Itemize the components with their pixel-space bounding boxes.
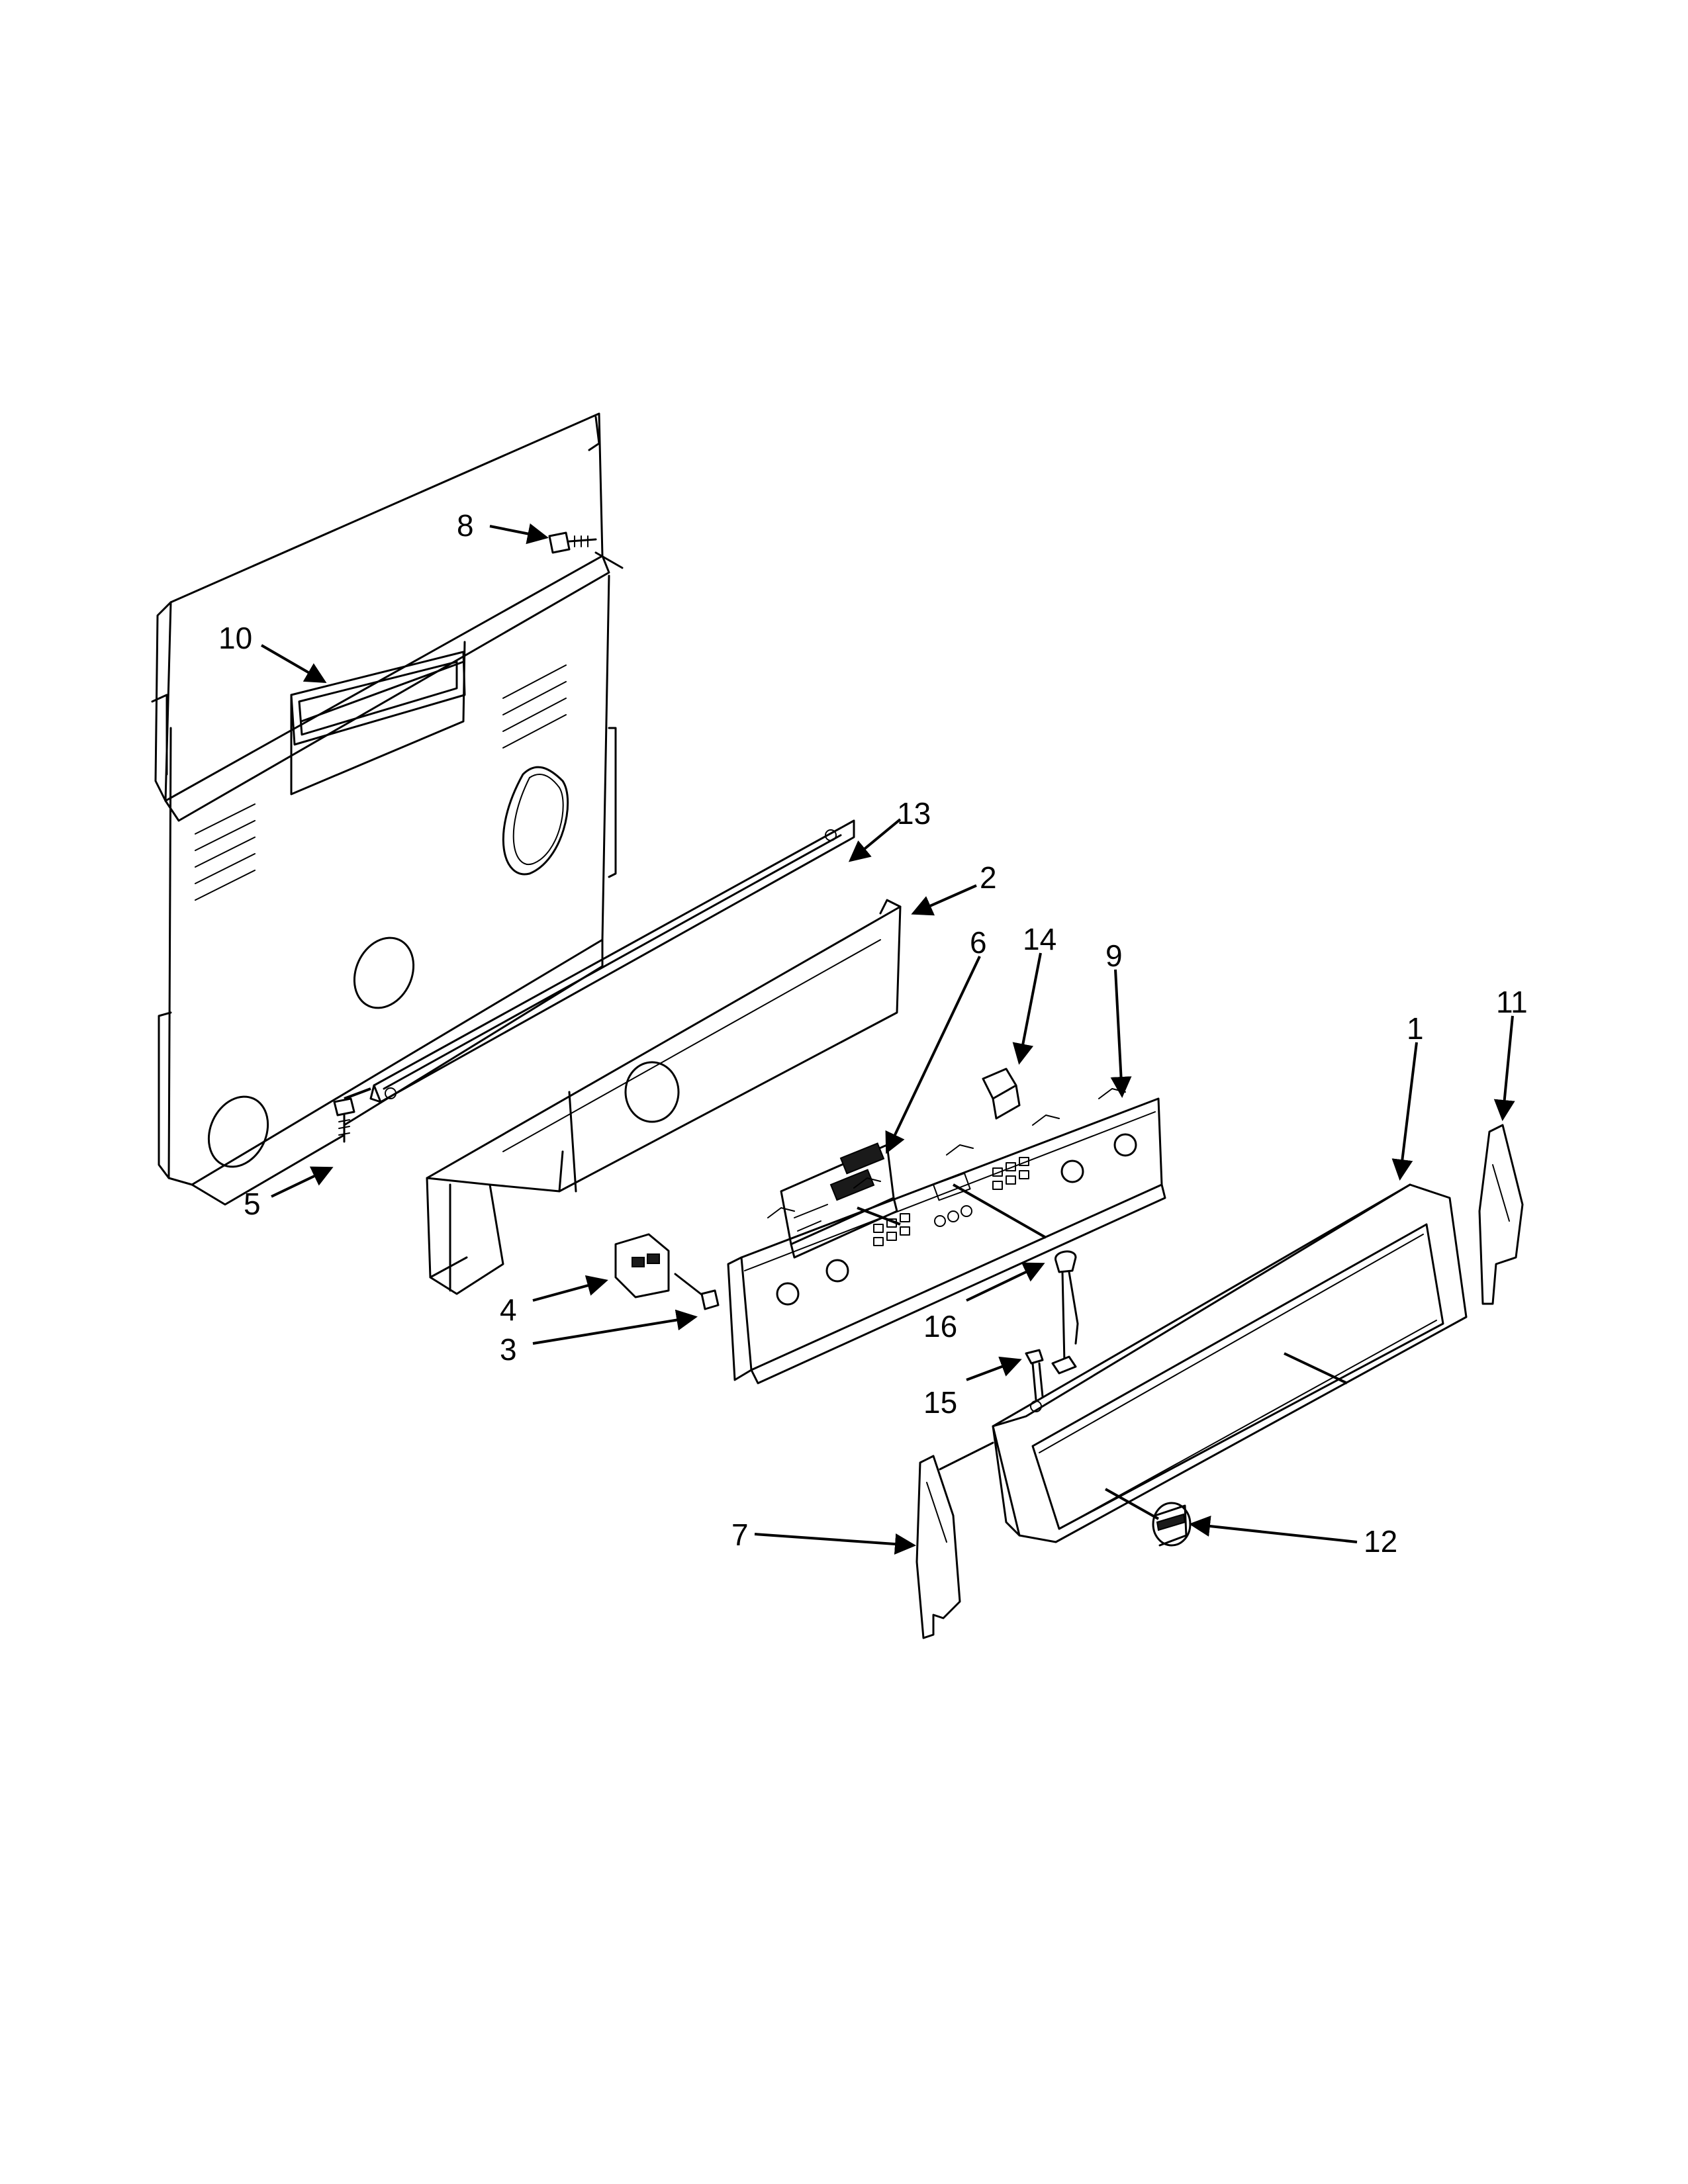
callout-16: 16 (923, 1309, 957, 1343)
leader-lines (260, 523, 1515, 1555)
screw-3 (674, 1273, 720, 1310)
callout-8: 8 (457, 508, 474, 543)
end-bracket-right (1478, 1124, 1524, 1305)
callout-14: 14 (1023, 922, 1056, 956)
callout-9: 9 (1105, 938, 1123, 973)
keypad-right (992, 1157, 1029, 1190)
screw-5 (333, 1097, 355, 1143)
louvers-left (195, 803, 256, 901)
callout-7: 7 (731, 1518, 749, 1552)
louvers-right (502, 664, 567, 749)
end-bracket-left (915, 1441, 994, 1639)
control-bracket (426, 899, 902, 1295)
rear-panel (151, 412, 617, 1206)
callout-labels: 8 10 13 2 6 14 9 11 1 5 4 3 16 15 7 12 (218, 508, 1528, 1559)
knob-12 (1152, 1502, 1192, 1547)
callout-6: 6 (970, 925, 987, 960)
keypad-left (873, 1213, 910, 1246)
trim-bar (369, 819, 855, 1103)
plug-15 (1025, 1349, 1044, 1412)
sensor-16 (1051, 1250, 1079, 1375)
callout-2: 2 (980, 860, 997, 895)
small-switch (982, 1068, 1021, 1120)
callout-5: 5 (244, 1187, 261, 1221)
callout-1: 1 (1407, 1011, 1424, 1046)
control-board (780, 1142, 898, 1259)
callout-15: 15 (923, 1385, 957, 1420)
callout-3: 3 (500, 1332, 517, 1367)
callout-13: 13 (897, 796, 931, 831)
callout-12: 12 (1364, 1524, 1397, 1559)
callout-11: 11 (1496, 985, 1528, 1019)
callout-10: 10 (218, 621, 252, 655)
console-trim (992, 1183, 1468, 1543)
screw-8 (548, 531, 624, 569)
callout-4: 4 (500, 1293, 517, 1327)
selector-switch (614, 1233, 670, 1298)
control-panel (727, 1088, 1166, 1385)
